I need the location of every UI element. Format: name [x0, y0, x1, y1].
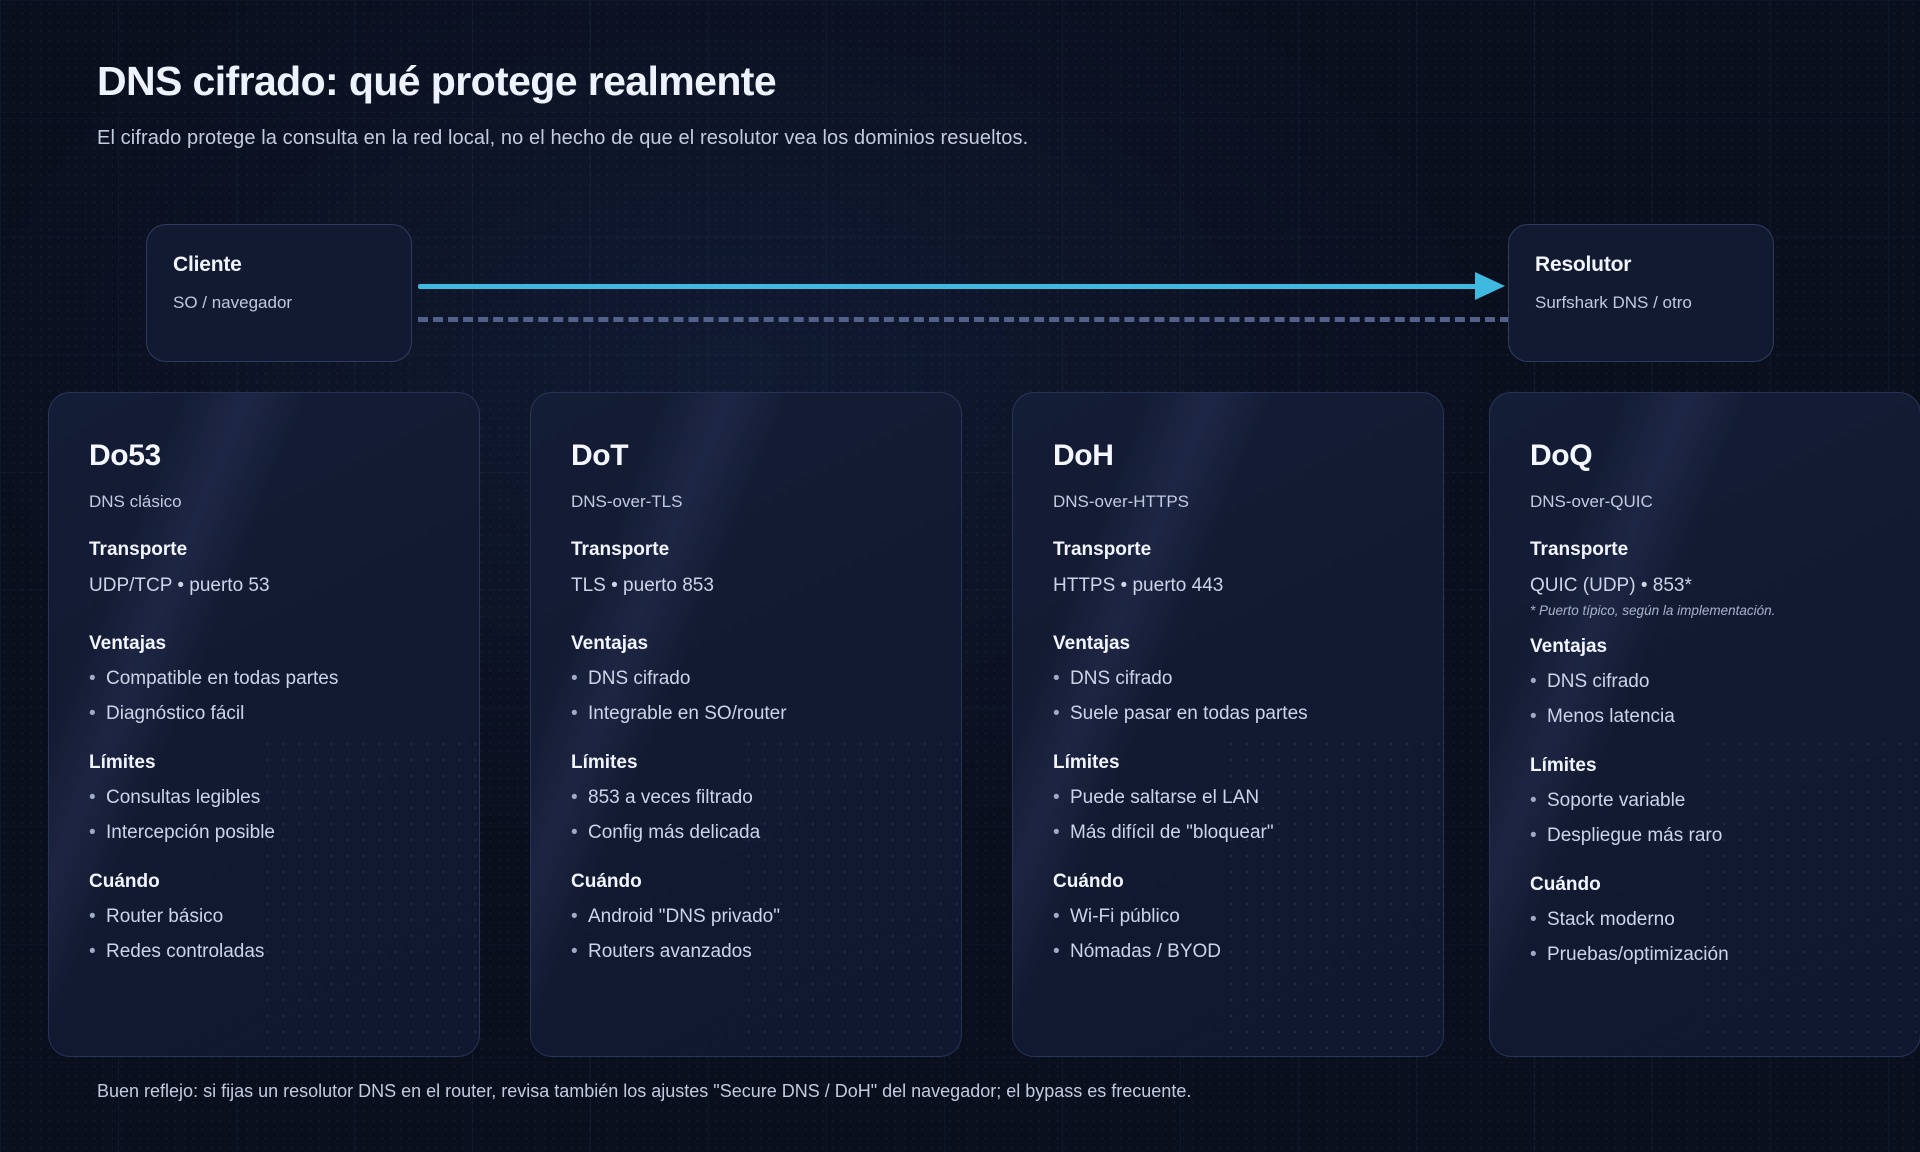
section-heading-transporte: Transporte — [1530, 539, 1629, 560]
ventajas-list: DNS cifrado Menos latencia — [1530, 671, 1880, 728]
section-heading-limites: Límites — [1530, 755, 1597, 776]
card-title: DoH — [1053, 439, 1114, 472]
ventajas-list: DNS cifrado Suele pasar en todas partes — [1053, 668, 1403, 725]
section-heading-cuando: Cuándo — [571, 871, 642, 892]
list-item: Menos latencia — [1530, 706, 1880, 728]
section-heading-limites: Límites — [1053, 752, 1120, 773]
section-heading-cuando: Cuándo — [1530, 874, 1601, 895]
list-item: Consultas legibles — [89, 787, 439, 809]
protocol-card-doh: DoH DNS-over-HTTPS Transporte HTTPS • pu… — [1012, 392, 1444, 1057]
card-title: Do53 — [89, 439, 161, 472]
list-item: DNS cifrado — [571, 668, 921, 690]
page-subtitle: El cifrado protege la consulta en la red… — [97, 127, 1029, 149]
cuando-list: Android "DNS privado" Routers avanzados — [571, 906, 921, 963]
flow-node-resolver: Resolutor Surfshark DNS / otro — [1508, 224, 1774, 362]
list-item: DNS cifrado — [1530, 671, 1880, 693]
list-item: 853 a veces filtrado — [571, 787, 921, 809]
protocol-card-dot: DoT DNS-over-TLS Transporte TLS • puerto… — [530, 392, 962, 1057]
cuando-list: Wi-Fi público Nómadas / BYOD — [1053, 906, 1403, 963]
transport-value: UDP/TCP • puerto 53 — [89, 575, 270, 596]
list-item: DNS cifrado — [1053, 668, 1403, 690]
section-heading-ventajas: Ventajas — [571, 633, 649, 654]
flow-node-client-subtitle: SO / navegador — [173, 293, 293, 312]
encrypted-query-arrow-line — [418, 284, 1482, 289]
section-heading-ventajas: Ventajas — [89, 633, 167, 654]
footer-note: Buen reflejo: si fijas un resolutor DNS … — [97, 1081, 1192, 1101]
protocol-card-do53: Do53 DNS clásico Transporte UDP/TCP • pu… — [48, 392, 480, 1057]
section-heading-limites: Límites — [89, 752, 156, 773]
flow-node-client-title: Cliente — [173, 253, 242, 276]
limites-list: Puede saltarse el LAN Más difícil de "bl… — [1053, 787, 1403, 844]
list-item: Routers avanzados — [571, 941, 921, 963]
cuando-list: Router básico Redes controladas — [89, 906, 439, 963]
section-heading-ventajas: Ventajas — [1530, 636, 1608, 657]
list-item: Más difícil de "bloquear" — [1053, 822, 1403, 844]
list-item: Suele pasar en todas partes — [1053, 703, 1403, 725]
flow-node-resolver-subtitle: Surfshark DNS / otro — [1535, 293, 1692, 312]
list-item: Config más delicada — [571, 822, 921, 844]
list-item: Soporte variable — [1530, 790, 1880, 812]
protocol-card-doq: DoQ DNS-over-QUIC Transporte QUIC (UDP) … — [1489, 392, 1920, 1057]
arrow-head-icon — [1475, 272, 1505, 300]
ventajas-list: Compatible en todas partes Diagnóstico f… — [89, 668, 439, 725]
cuando-list: Stack moderno Pruebas/optimización — [1530, 909, 1880, 966]
list-item: Integrable en SO/router — [571, 703, 921, 725]
list-item: Despliegue más raro — [1530, 825, 1880, 847]
transport-value: QUIC (UDP) • 853* — [1530, 575, 1692, 596]
list-item: Nómadas / BYOD — [1053, 941, 1403, 963]
list-item: Puede saltarse el LAN — [1053, 787, 1403, 809]
flow-node-resolver-title: Resolutor — [1535, 253, 1632, 276]
transport-value: TLS • puerto 853 — [571, 575, 714, 596]
card-subtitle: DNS-over-TLS — [571, 492, 683, 511]
list-item: Router básico — [89, 906, 439, 928]
ventajas-list: DNS cifrado Integrable en SO/router — [571, 668, 921, 725]
section-heading-transporte: Transporte — [571, 539, 670, 560]
list-item: Compatible en todas partes — [89, 668, 439, 690]
section-heading-cuando: Cuándo — [89, 871, 160, 892]
list-item: Intercepción posible — [89, 822, 439, 844]
section-heading-cuando: Cuándo — [1053, 871, 1124, 892]
page-title: DNS cifrado: qué protege realmente — [97, 58, 777, 104]
list-item: Android "DNS privado" — [571, 906, 921, 928]
transport-footnote: * Puerto típico, según la implementación… — [1530, 603, 1776, 618]
section-heading-limites: Límites — [571, 752, 638, 773]
limites-list: 853 a veces filtrado Config más delicada — [571, 787, 921, 844]
list-item: Stack moderno — [1530, 909, 1880, 931]
section-heading-transporte: Transporte — [89, 539, 188, 560]
card-title: DoT — [571, 439, 629, 472]
header: DNS cifrado: qué protege realmente El ci… — [97, 58, 1028, 150]
list-item: Pruebas/optimización — [1530, 944, 1880, 966]
section-heading-transporte: Transporte — [1053, 539, 1152, 560]
section-heading-ventajas: Ventajas — [1053, 633, 1131, 654]
card-title: DoQ — [1530, 439, 1593, 472]
card-subtitle: DNS-over-HTTPS — [1053, 492, 1190, 511]
limites-list: Soporte variable Despliegue más raro — [1530, 790, 1880, 847]
limites-list: Consultas legibles Intercepción posible — [89, 787, 439, 844]
card-subtitle: DNS clásico — [89, 492, 182, 511]
list-item: Diagnóstico fácil — [89, 703, 439, 725]
list-item: Redes controladas — [89, 941, 439, 963]
card-subtitle: DNS-over-QUIC — [1530, 492, 1653, 511]
resolved-domains-dashed-line — [418, 317, 1510, 322]
flow-diagram: Cliente SO / navegador Resolutor Surfsha… — [0, 224, 1920, 364]
transport-value: HTTPS • puerto 443 — [1053, 575, 1224, 596]
list-item: Wi-Fi público — [1053, 906, 1403, 928]
flow-node-client: Cliente SO / navegador — [146, 224, 412, 362]
